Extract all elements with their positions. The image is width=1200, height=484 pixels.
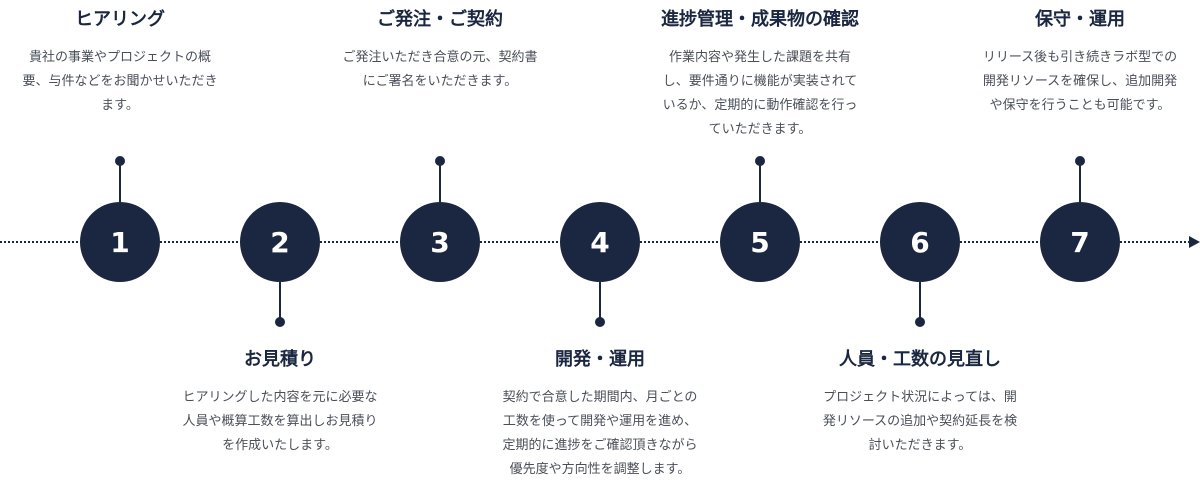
step-4-description-line: 契約で合意した期間内、月ごとの (502, 390, 698, 405)
step-7-description: リリース後も引き続きラボ型での開発リソースを確保し、追加開発や保守を行うことも可… (960, 46, 1200, 118)
step-6-description-line: プロジェクト状況によっては、開 (823, 390, 1017, 405)
step-6-connector-dot (915, 317, 925, 327)
step-5-description-line: ていただきます。 (708, 122, 812, 137)
step-4-description: 契約で合意した期間内、月ごとの工数を使って開発や運用を進め、定期的に進捗をご確認… (480, 386, 720, 482)
step-6-text: 人員・工数の見直しプロジェクト状況によっては、開発リソースの追加や契約延長を検討… (800, 348, 1040, 458)
step-4-description-line: 優先度や方向性を調整します。 (509, 462, 691, 477)
step-2-title: お見積り (244, 349, 316, 370)
step-4-text: 開発・運用契約で合意した期間内、月ごとの工数を使って開発や運用を進め、定期的に進… (480, 348, 720, 482)
step-3-description: ご発注いただき合意の元、契約書にご署名をいただきます。 (320, 46, 560, 94)
step-4-connector (599, 282, 601, 322)
step-4-number-badge: 4 (560, 202, 640, 282)
step-2-description: ヒアリングした内容を元に必要な人員や概算工数を算出しお見積りを作成いたします。 (160, 386, 400, 458)
step-6-description: プロジェクト状況によっては、開発リソースの追加や契約延長を検討いただきます。 (800, 386, 1040, 458)
step-5-description-line: 作業内容や発生した課題を共有 (668, 50, 851, 65)
step-2-connector-dot (275, 317, 285, 327)
step-7-description-line: や保守を行うことも可能です。 (989, 98, 1171, 113)
step-7-connector-dot (1075, 156, 1085, 166)
step-1-description-line: 貴社の事業やプロジェクトの概 (28, 50, 211, 65)
step-6-connector (919, 282, 921, 322)
step-3-connector (439, 162, 441, 202)
step-5-connector-dot (755, 156, 765, 166)
step-7-connector (1079, 162, 1081, 202)
step-6-title: 人員・工数の見直し (839, 349, 1001, 370)
step-5-title: 進捗管理・成果物の確認 (661, 9, 859, 30)
step-4-description-line: 工数を使って開発や運用を進め、 (502, 414, 698, 429)
step-2-text: お見積りヒアリングした内容を元に必要な人員や概算工数を算出しお見積りを作成いたし… (160, 348, 400, 458)
step-5-description: 作業内容や発生した課題を共有し、要件通りに機能が実装されているか、定期的に動作確… (640, 46, 880, 142)
step-1-connector-dot (115, 156, 125, 166)
step-5-number-badge: 5 (720, 202, 800, 282)
step-2-description-line: 人員や概算工数を算出しお見積り (182, 414, 378, 429)
step-6-description-line: 討いただきます。 (868, 438, 972, 453)
step-4-connector-dot (595, 317, 605, 327)
step-3-description-line: にご署名をいただきます。 (362, 74, 518, 89)
step-6-number-badge: 6 (880, 202, 960, 282)
step-3-connector-dot (435, 156, 445, 166)
step-2-description-line: ヒアリングした内容を元に必要な (182, 390, 378, 405)
step-1-connector (119, 162, 121, 202)
step-5-connector (759, 162, 761, 202)
step-2-description-line: を作成いたします。 (222, 438, 338, 453)
step-2-number-badge: 2 (240, 202, 320, 282)
timeline-arrowhead (1189, 236, 1200, 248)
step-1-number-badge: 1 (80, 202, 160, 282)
step-4-description-line: 定期的に進捗をご確認頂きながら (502, 438, 698, 453)
step-1-description-line: 要、与件などをお聞かせいただき (22, 74, 218, 89)
step-1-text: ヒアリング貴社の事業やプロジェクトの概要、与件などをお聞かせいただきます。 (0, 8, 240, 118)
step-4-title: 開発・運用 (555, 349, 645, 370)
step-1-description: 貴社の事業やプロジェクトの概要、与件などをお聞かせいただきます。 (0, 46, 240, 118)
step-3-description-line: ご発注いただき合意の元、契約書 (342, 50, 538, 65)
step-7-number-badge: 7 (1040, 202, 1120, 282)
step-2-connector (279, 282, 281, 322)
step-5-description-line: し、要件通りに機能が実装されて (662, 74, 858, 89)
step-6-description-line: 発リソースの追加や契約延長を検 (822, 414, 1018, 429)
step-1-description-line: ます。 (101, 98, 139, 113)
step-3-title: ご発注・ご契約 (377, 9, 503, 30)
step-7-text: 保守・運用リリース後も引き続きラボ型での開発リソースを確保し、追加開発や保守を行… (960, 8, 1200, 118)
step-5-description-line: いるか、定期的に動作確認を行っ (662, 98, 858, 113)
step-3-number-badge: 3 (400, 202, 480, 282)
step-3-text: ご発注・ご契約ご発注いただき合意の元、契約書にご署名をいただきます。 (320, 8, 560, 94)
step-1-title: ヒアリング (75, 9, 165, 30)
step-7-title: 保守・運用 (1035, 9, 1125, 30)
step-7-description-line: リリース後も引き続きラボ型での (982, 50, 1178, 65)
step-5-text: 進捗管理・成果物の確認作業内容や発生した課題を共有し、要件通りに機能が実装されて… (640, 8, 880, 142)
step-7-description-line: 開発リソースを確保し、追加開発 (982, 74, 1178, 89)
